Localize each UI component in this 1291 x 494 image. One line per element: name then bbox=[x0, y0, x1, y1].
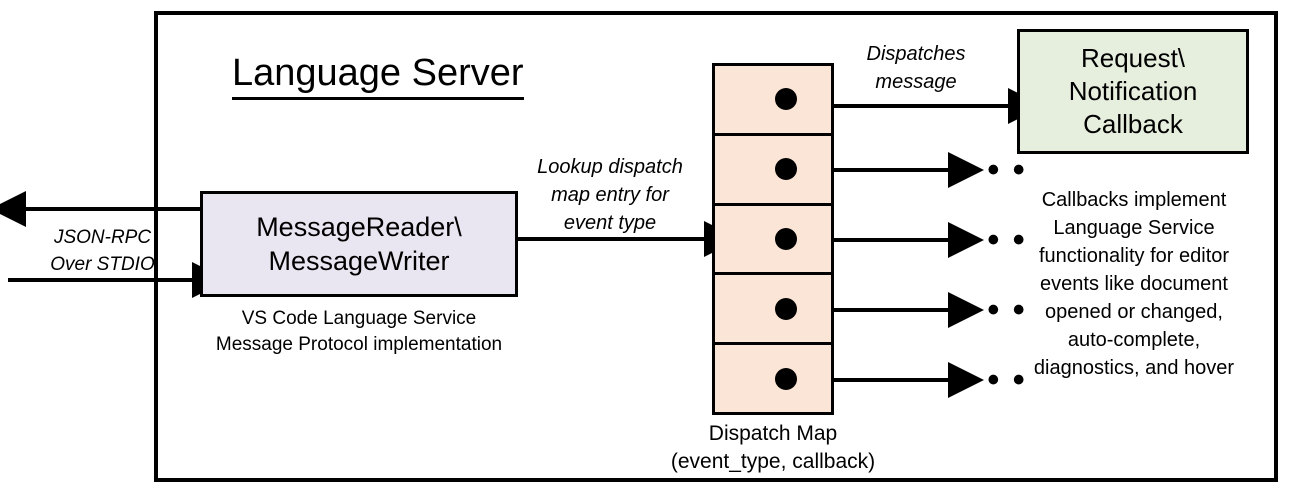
message-box-caption: VS Code Language Service Message Protoco… bbox=[200, 306, 518, 358]
dispatch-label-line-2: message bbox=[875, 71, 957, 93]
message-box-line-2: MessageWriter bbox=[268, 246, 450, 276]
request-notification-callback-box[interactable]: Request\ Notification Callback bbox=[1017, 29, 1249, 154]
callback-caption-line-6: auto-complete, bbox=[1067, 329, 1201, 351]
callback-dot-icon bbox=[775, 297, 797, 320]
callback-caption-line-7: diagnostics, and hover bbox=[1033, 357, 1235, 379]
callback-caption-line-5: opened or changed, bbox=[1045, 301, 1223, 323]
dispatch-map-row[interactable] bbox=[715, 345, 831, 412]
lookup-dispatch-edge-label: Lookup dispatch map entry for event type bbox=[520, 153, 700, 237]
lookup-label-line-1: Lookup dispatch bbox=[537, 156, 683, 178]
dispatch-map-caption: Dispatch Map (event_type, callback) bbox=[633, 420, 913, 476]
callback-dot-icon bbox=[775, 88, 797, 111]
dispatch-map-row[interactable] bbox=[715, 66, 831, 136]
ellipsis-row-2: • • • bbox=[962, 151, 1027, 189]
jsonrpc-transport-label: JSON-RPC Over STDIO bbox=[30, 224, 175, 278]
callback-caption-line-1: Callbacks implement bbox=[1041, 189, 1227, 211]
callback-caption-line-2: Language Service bbox=[1053, 217, 1215, 239]
language-server-container bbox=[154, 11, 1278, 482]
dispatch-label-line-1: Dispatches bbox=[866, 43, 966, 65]
dispatch-map-row[interactable] bbox=[715, 275, 831, 346]
jsonrpc-label-line-1: JSON-RPC bbox=[53, 227, 152, 248]
callback-dot-icon bbox=[775, 227, 797, 250]
lookup-label-line-3: event type bbox=[563, 212, 657, 234]
callback-box-line-3: Callback bbox=[1083, 109, 1183, 139]
callback-box-line-2: Notification bbox=[1068, 76, 1198, 106]
diagram-title: Language Server bbox=[232, 50, 524, 100]
jsonrpc-label-line-2: Over STDIO bbox=[50, 254, 155, 275]
message-box-caption-line-2: Message Protocol implementation bbox=[215, 334, 503, 355]
dispatch-map-table[interactable] bbox=[712, 63, 834, 415]
dispatch-map-caption-line-2: (event_type, callback) bbox=[670, 450, 876, 473]
dispatches-message-edge-label: Dispatches message bbox=[836, 40, 996, 96]
message-reader-writer-box[interactable]: MessageReader\ MessageWriter bbox=[200, 191, 518, 297]
callback-dot-icon bbox=[775, 367, 797, 390]
message-box-caption-line-1: VS Code Language Service bbox=[241, 308, 477, 329]
lookup-label-line-2: map entry for bbox=[551, 184, 669, 206]
callback-box-caption: Callbacks implement Language Service fun… bbox=[1005, 186, 1263, 382]
dispatch-map-caption-line-1: Dispatch Map bbox=[708, 422, 838, 445]
message-box-line-1: MessageReader\ bbox=[256, 212, 462, 242]
callback-dot-icon bbox=[775, 158, 797, 181]
callback-box-line-1: Request\ bbox=[1080, 43, 1186, 73]
callback-caption-line-4: events like document bbox=[1040, 273, 1228, 295]
callback-caption-line-3: functionality for editor bbox=[1038, 245, 1230, 267]
dispatch-map-row[interactable] bbox=[715, 136, 831, 206]
dispatch-map-row[interactable] bbox=[715, 206, 831, 276]
